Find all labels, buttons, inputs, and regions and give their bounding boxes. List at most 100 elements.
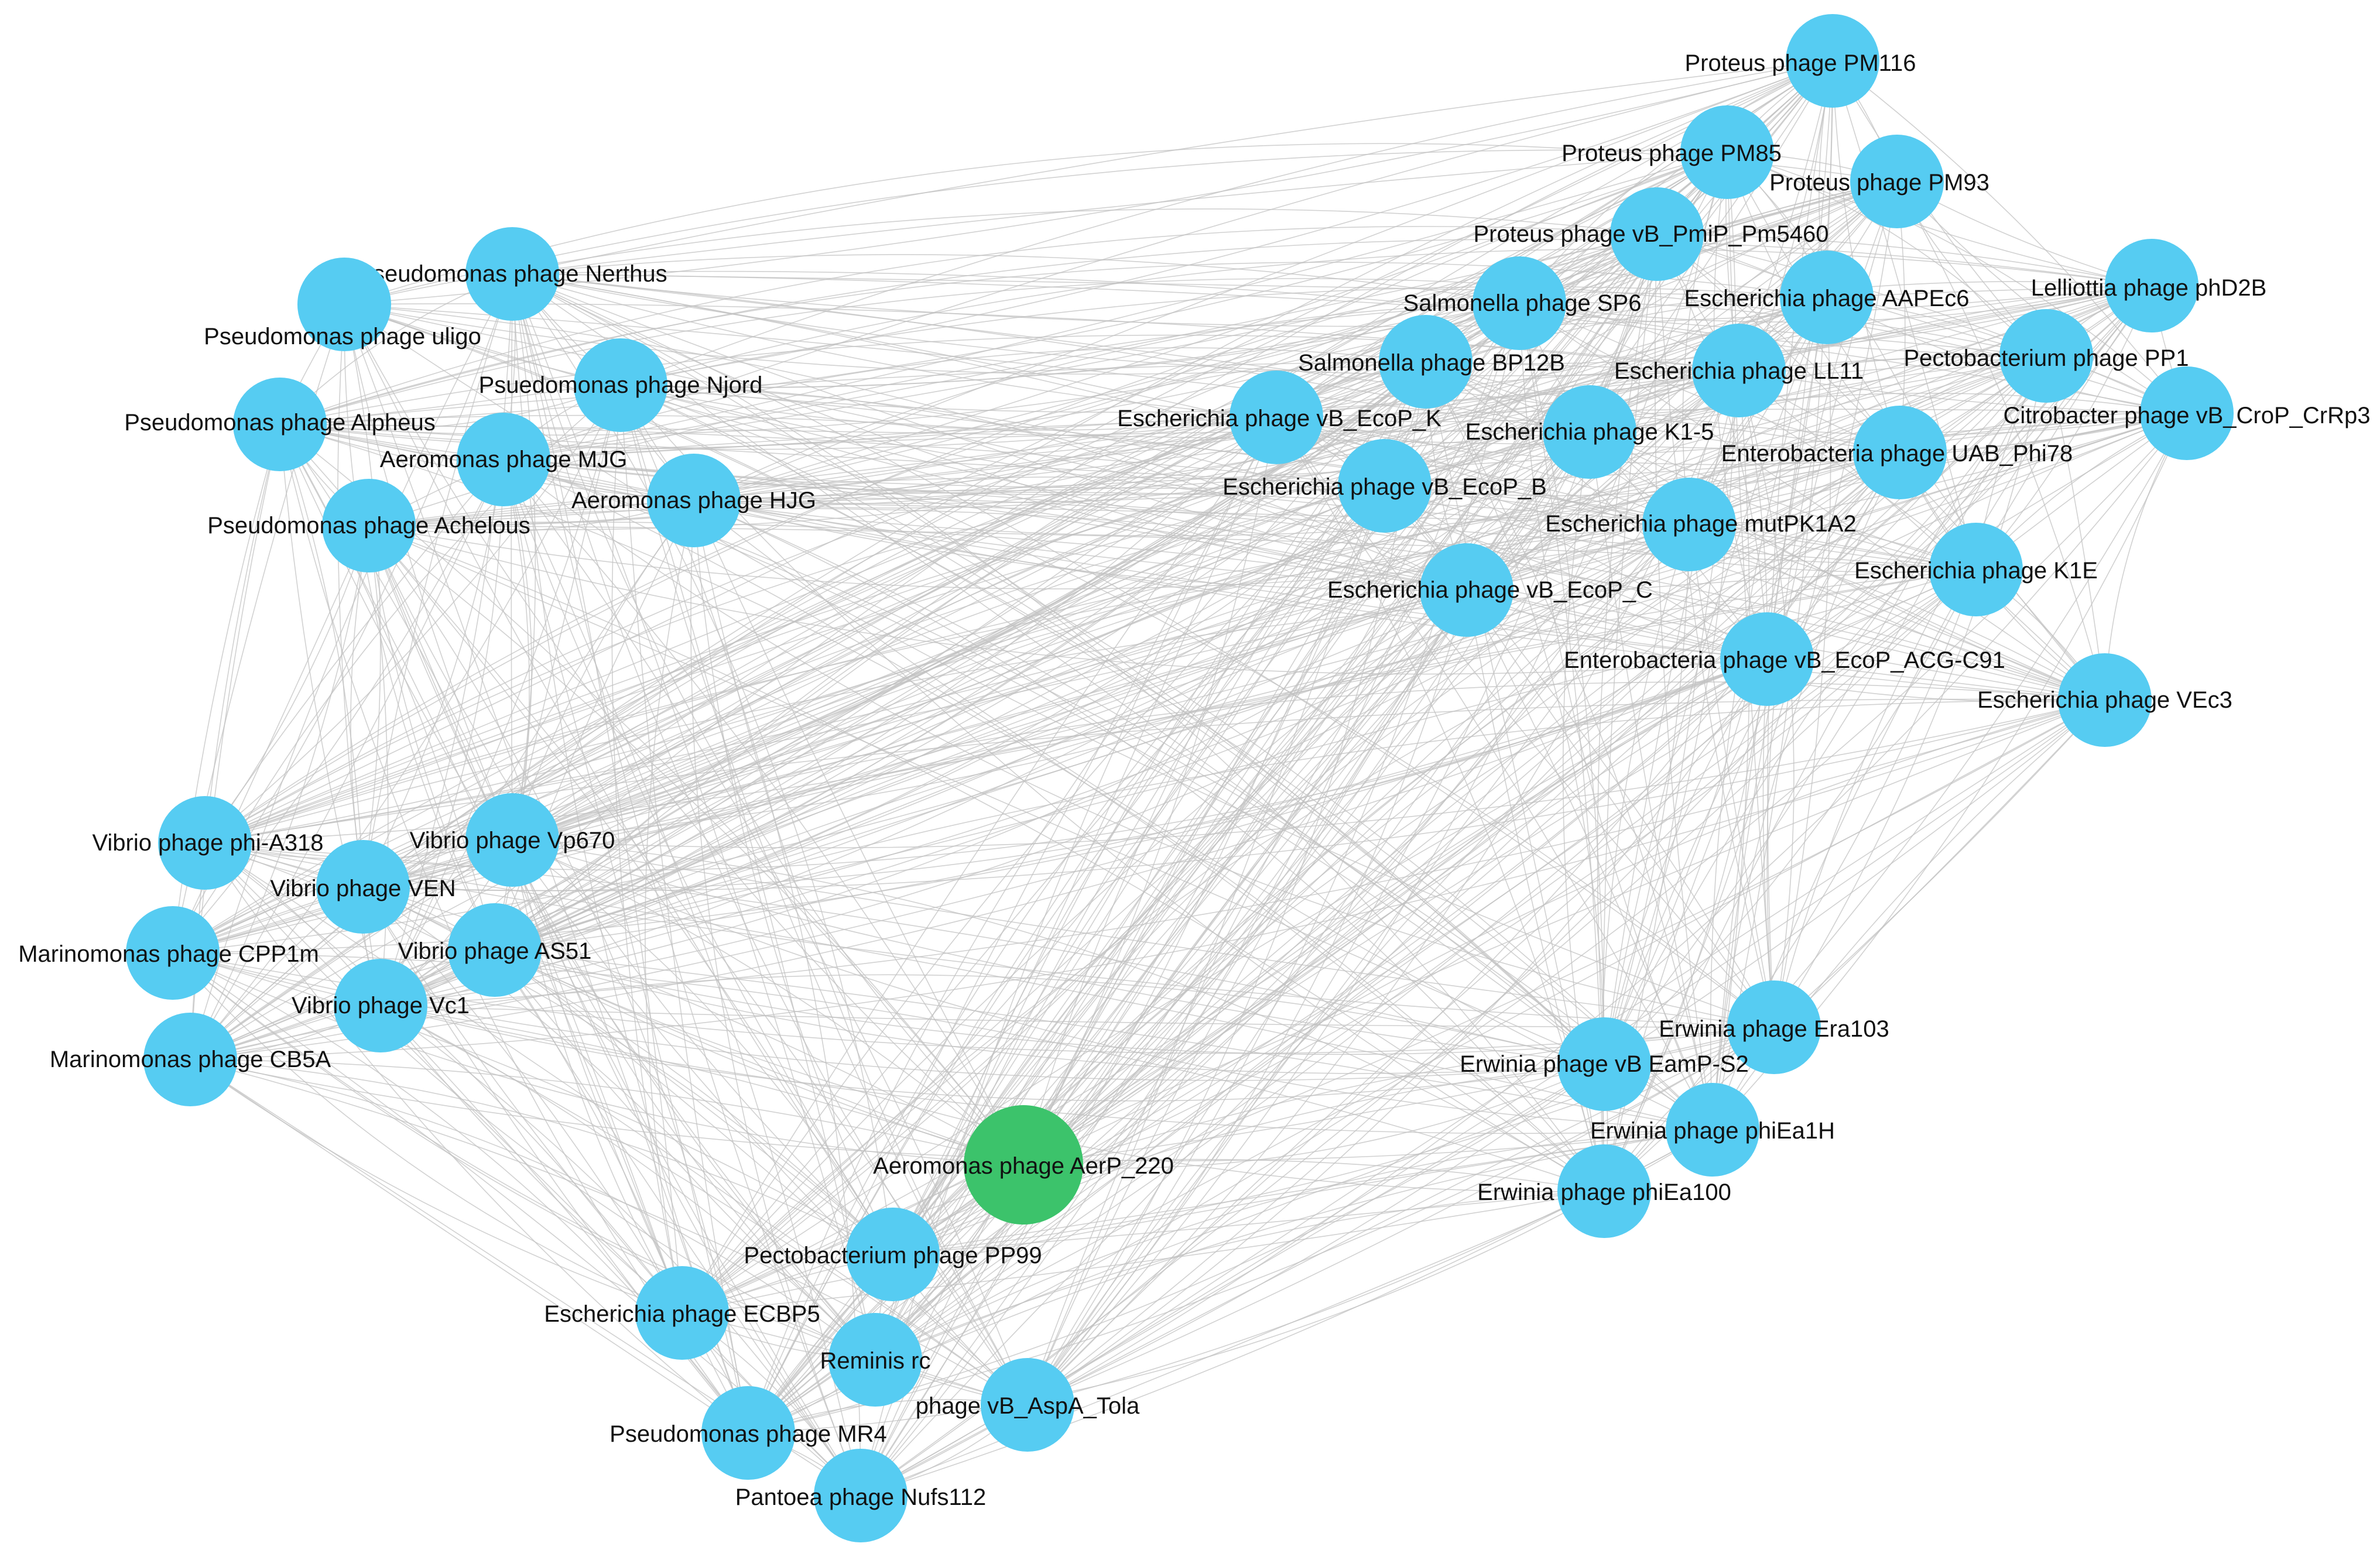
node-circle[interactable] (1642, 478, 1736, 571)
node-proteus-phage-pm93[interactable]: Proteus phage PM93 (1769, 135, 1989, 228)
node-circle[interactable] (1692, 324, 1786, 417)
edge (279, 424, 1385, 486)
edge (620, 385, 2105, 701)
node-marinomonas-phage-cpp1m[interactable]: Marinomonas phage CPP1m (18, 906, 319, 1000)
node-escherichia-phage-vec3[interactable]: Escherichia phage VEc3 (1977, 653, 2232, 747)
node-vibrio-phage-as51[interactable]: Vibrio phage AS51 (398, 903, 592, 997)
node-proteus-phage-pm85[interactable]: Proteus phage PM85 (1561, 105, 1782, 199)
node-aeromonas-phage-hjg[interactable]: Aeromonas phage HJG (571, 454, 816, 547)
node-escherichia-phage-ll11[interactable]: Escherichia phage LL11 (1614, 324, 1864, 417)
edge (190, 273, 513, 1060)
node-citrobacter-phage-vb-crop-crrp3[interactable]: Citrobacter phage vB_CroP_CrRp3 (2004, 366, 2371, 460)
node-erwinia-phage-phiea100[interactable]: Erwinia phage phiEa100 (1477, 1144, 1731, 1238)
node-label: Pseudomonas phage MR4 (609, 1421, 887, 1447)
node-proteus-phage-pm116[interactable]: Proteus phage PM116 (1684, 14, 1916, 108)
edge (172, 952, 1605, 1192)
node-circle[interactable] (1379, 315, 1472, 409)
node-circle[interactable] (1543, 385, 1636, 479)
node-pseudomonas-phage-nerthus[interactable]: Pseudomonas phage Nerthus (357, 227, 667, 321)
node-circle[interactable] (635, 1266, 729, 1360)
node-aeromonas-phage-mjg[interactable]: Aeromonas phage MJG (380, 413, 627, 506)
node-reminis-rc[interactable]: Reminis rc (820, 1313, 931, 1407)
node-vibrio-phage-vp670[interactable]: Vibrio phage Vp670 (410, 793, 615, 887)
node-circle[interactable] (1853, 406, 1947, 499)
node-circle[interactable] (1557, 1144, 1651, 1238)
node-circle[interactable] (1850, 135, 1944, 228)
node-circle[interactable] (465, 793, 559, 887)
node-circle[interactable] (1786, 14, 1879, 108)
node-circle[interactable] (126, 906, 220, 1000)
node-pantoea-phage-nufs112[interactable]: Pantoea phage Nufs112 (735, 1449, 987, 1542)
node-pseudomonas-phage-uligo[interactable]: Pseudomonas phage uligo (204, 258, 481, 351)
node-circle[interactable] (2058, 653, 2152, 747)
node-escherichia-phage-vb-ecop-k[interactable]: Escherichia phage vB_EcoP_K (1117, 371, 1441, 464)
node-circle[interactable] (828, 1313, 922, 1407)
node-marinomonas-phage-cb5a[interactable]: Marinomonas phage CB5A (50, 1013, 331, 1106)
node-circle[interactable] (1999, 309, 2093, 403)
node-circle[interactable] (143, 1013, 237, 1106)
node-erwinia-phage-era103[interactable]: Erwinia phage Era103 (1659, 980, 1889, 1074)
node-escherichia-phage-aapec6[interactable]: Escherichia phage AAPEc6 (1684, 251, 1970, 344)
node-circle[interactable] (701, 1386, 795, 1480)
node-circle[interactable] (316, 840, 410, 934)
node-vibrio-phage-vc1[interactable]: Vibrio phage Vc1 (292, 959, 470, 1052)
node-circle[interactable] (1472, 256, 1566, 350)
node-erwinia-phage-vb-eamp-s2[interactable]: Erwinia phage vB EamP-S2 (1460, 1017, 1749, 1111)
node-circle[interactable] (1610, 187, 1704, 281)
node-circle[interactable] (1338, 439, 1432, 533)
node-circle[interactable] (846, 1208, 940, 1301)
edge (1689, 524, 2105, 701)
node-pseudomonas-phage-achelous[interactable]: Pseudomonas phage Achelous (207, 479, 530, 572)
node-enterobacteria-phage-uab-phi78[interactable]: Enterobacteria phage UAB_Phi78 (1721, 406, 2073, 499)
node-circle[interactable] (158, 796, 252, 890)
node-lelliottia-phage-phd2b[interactable]: Lelliottia phage phD2B (2031, 239, 2267, 332)
node-circle[interactable] (457, 413, 550, 506)
node-circle[interactable] (297, 258, 391, 351)
node-circle[interactable] (814, 1449, 908, 1542)
node-circle[interactable] (334, 959, 427, 1052)
node-circle[interactable] (574, 338, 667, 432)
node-circle[interactable] (1230, 371, 1323, 464)
node-aeromonas-phage-aerp-220[interactable]: Aeromonas phage AerP_220 (873, 1105, 1174, 1225)
node-salmonella-phage-sp6[interactable]: Salmonella phage SP6 (1403, 256, 1642, 350)
node-circle[interactable] (1720, 612, 1814, 706)
node-circle[interactable] (964, 1105, 1083, 1225)
node-circle[interactable] (322, 479, 416, 572)
node-escherichia-phage-k1-5[interactable]: Escherichia phage K1-5 (1465, 385, 1714, 479)
node-escherichia-phage-vb-ecop-b[interactable]: Escherichia phage vB_EcoP_B (1222, 439, 1547, 533)
node-circle[interactable] (647, 454, 741, 547)
node-circle[interactable] (2105, 239, 2198, 332)
edge (344, 304, 1775, 1028)
node-circle[interactable] (1420, 543, 1513, 637)
node-circle[interactable] (1680, 105, 1774, 199)
node-label: Enterobacteria phage UAB_Phi78 (1721, 441, 2073, 467)
node-label: Enterobacteria phage vB_EcoP_ACG-C91 (1564, 647, 2005, 673)
node-phage-vb-aspa-tola[interactable]: phage vB_AspA_Tola (916, 1358, 1140, 1452)
node-pseudomonas-phage-alpheus[interactable]: Pseudomonas phage Alpheus (124, 378, 436, 471)
node-circle[interactable] (233, 378, 327, 471)
node-salmonella-phage-bp12b[interactable]: Salmonella phage BP12B (1298, 315, 1565, 409)
node-circle[interactable] (2140, 366, 2234, 460)
node-psuedomonas-phage-njord[interactable]: Psuedomonas phage Njord (479, 338, 763, 432)
node-circle[interactable] (1780, 251, 1874, 344)
node-proteus-phage-vb-pmip-pm5460[interactable]: Proteus phage vB_PmiP_Pm5460 (1473, 187, 1829, 281)
node-vibrio-phage-phi-a318[interactable]: Vibrio phage phi-A318 (92, 796, 324, 890)
node-circle[interactable] (1557, 1017, 1651, 1111)
node-escherichia-phage-ecbp5[interactable]: Escherichia phage ECBP5 (544, 1266, 820, 1360)
node-circle[interactable] (1666, 1083, 1759, 1177)
node-circle[interactable] (448, 903, 542, 997)
node-escherichia-phage-vb-ecop-c[interactable]: Escherichia phage vB_EcoP_C (1327, 543, 1653, 637)
node-escherichia-phage-k1e[interactable]: Escherichia phage K1E (1854, 523, 2098, 616)
node-pectobacterium-phage-pp99[interactable]: Pectobacterium phage PP99 (744, 1208, 1042, 1301)
node-circle[interactable] (465, 227, 559, 321)
node-enterobacteria-phage-vb-ecop-acg-c91[interactable]: Enterobacteria phage vB_EcoP_ACG-C91 (1564, 612, 2005, 706)
node-circle[interactable] (981, 1358, 1074, 1452)
node-erwinia-phage-phiea1h[interactable]: Erwinia phage phiEa1H (1590, 1083, 1835, 1177)
node-vibrio-phage-ven[interactable]: Vibrio phage VEN (270, 840, 456, 934)
node-circle[interactable] (1929, 523, 2023, 616)
node-pseudomonas-phage-mr4[interactable]: Pseudomonas phage MR4 (609, 1386, 887, 1480)
node-pectobacterium-phage-pp1[interactable]: Pectobacterium phage PP1 (1904, 309, 2189, 403)
node-escherichia-phage-mutpk1a2[interactable]: Escherichia phage mutPK1A2 (1545, 478, 1857, 571)
edge (362, 886, 683, 1314)
node-circle[interactable] (1727, 980, 1821, 1074)
